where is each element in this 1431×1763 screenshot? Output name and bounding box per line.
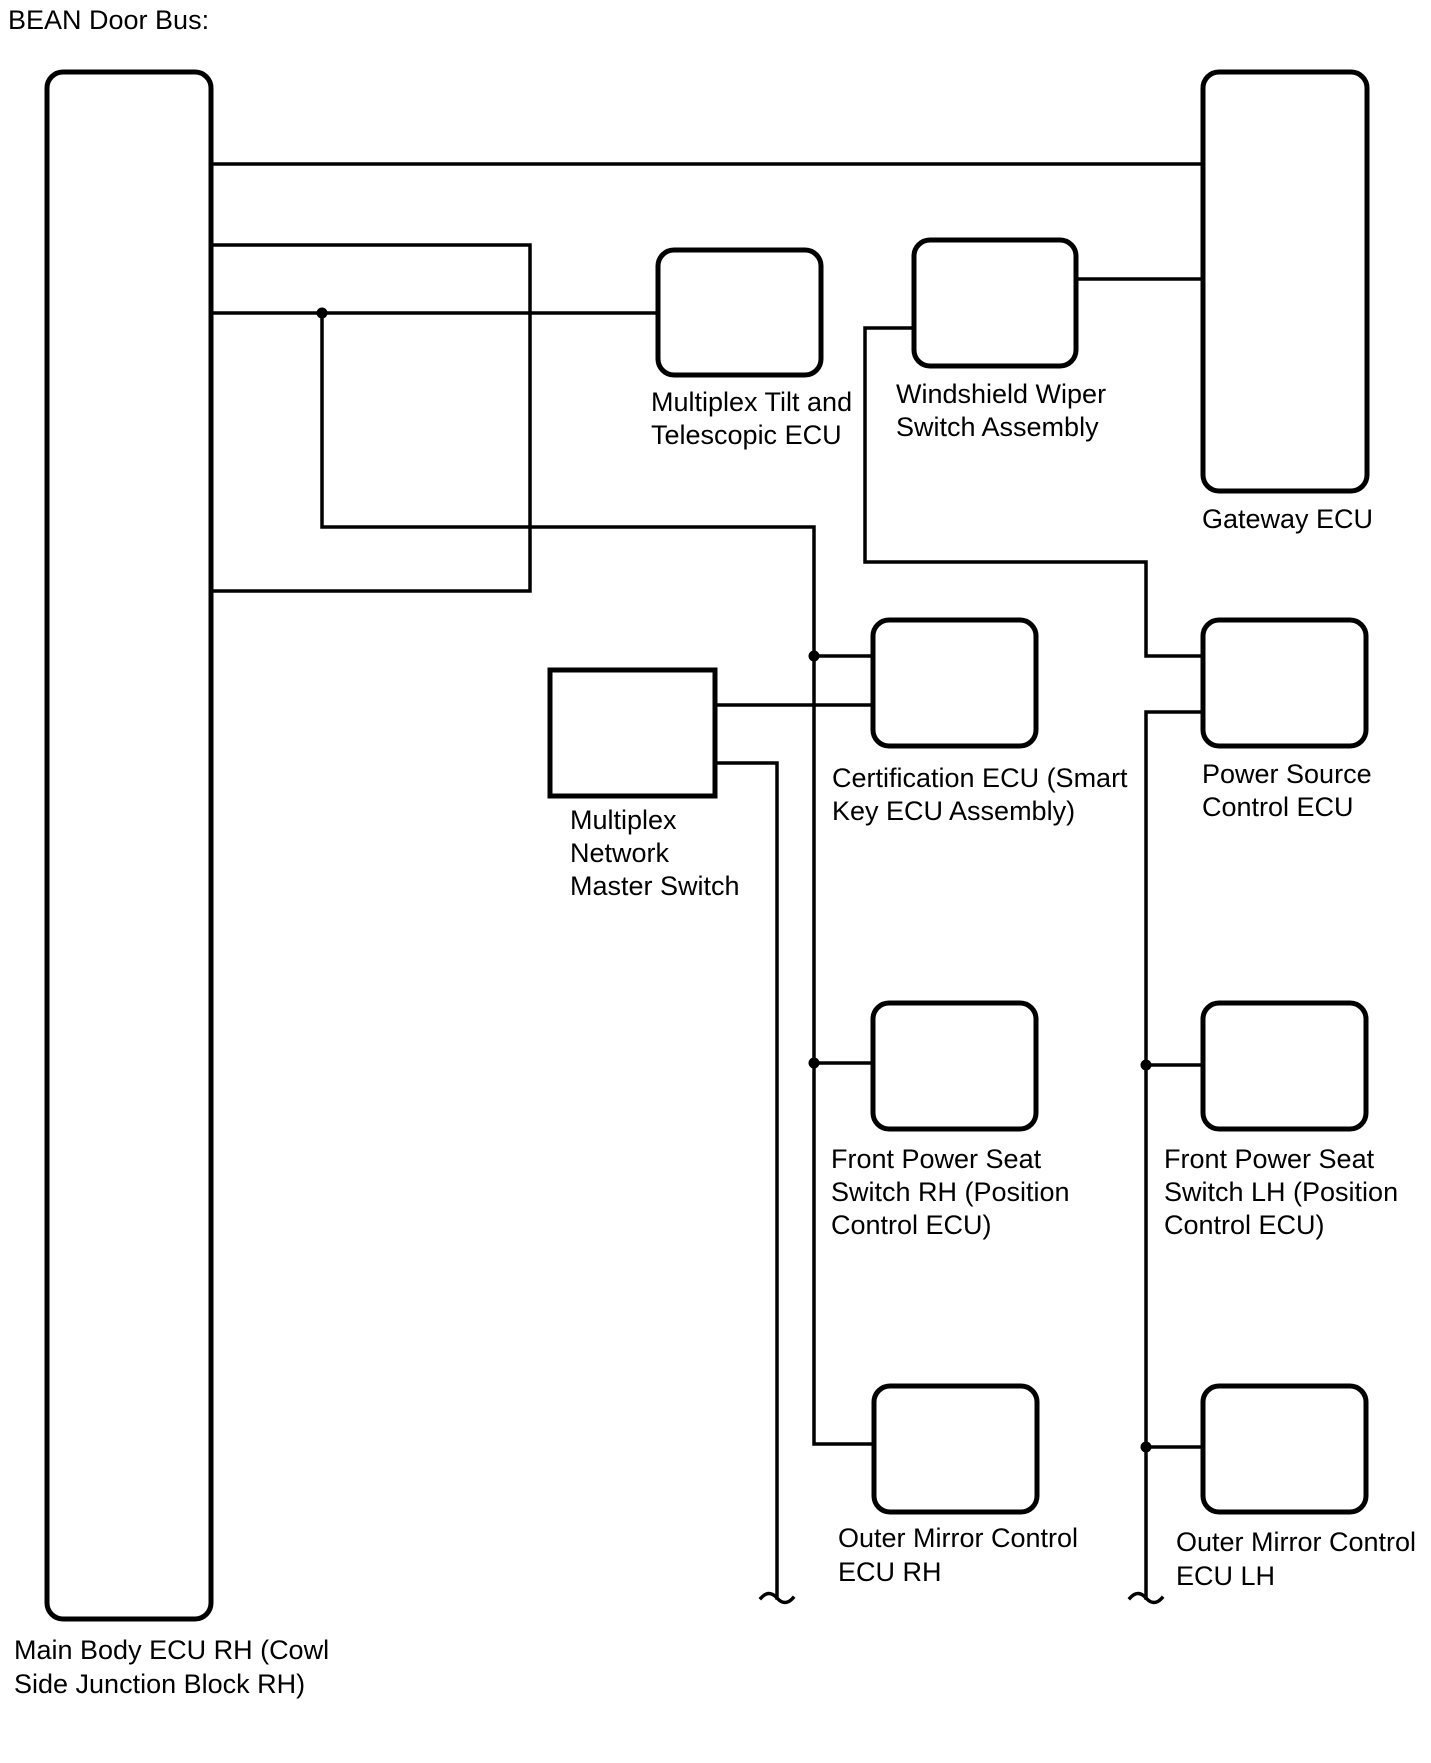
junction-dot bbox=[316, 307, 328, 319]
diagram-title: BEAN Door Bus: bbox=[8, 5, 209, 35]
wire-break-mark bbox=[1127, 1591, 1165, 1605]
wiper-switch-box bbox=[911, 237, 1079, 369]
wire-wiper-to-power-source bbox=[863, 326, 1205, 658]
seat-switch-lh-label: Front Power Seat Switch LH (Position Con… bbox=[1164, 1144, 1406, 1240]
junction-dot bbox=[1140, 1059, 1152, 1071]
seat-switch-rh-box bbox=[870, 1000, 1039, 1132]
wire-main-loop bbox=[209, 243, 532, 593]
certification-ecu-label: Certification ECU (Smart Key ECU Assembl… bbox=[832, 763, 1135, 826]
network-master-switch-box bbox=[547, 667, 718, 799]
main-body-ecu-box bbox=[44, 69, 214, 1622]
junction-dot bbox=[1140, 1441, 1152, 1453]
wire-branch-to-rh-trunk bbox=[320, 311, 876, 1446]
gateway-ecu-label: Gateway ECU bbox=[1202, 504, 1373, 534]
network-master-switch-label: Multiplex Network Master Switch bbox=[570, 805, 740, 901]
power-source-ecu-box bbox=[1200, 617, 1369, 749]
seat-switch-lh-box bbox=[1200, 1000, 1369, 1132]
wire-lh-trunk bbox=[1144, 710, 1205, 1600]
mirror-ecu-lh-box bbox=[1200, 1383, 1369, 1515]
mirror-ecu-rh-box bbox=[871, 1383, 1040, 1515]
junction-dots bbox=[316, 307, 1152, 1453]
power-source-ecu-label: Power Source Control ECU bbox=[1202, 759, 1379, 822]
junction-dot bbox=[808, 650, 820, 662]
mirror-ecu-rh-label: Outer Mirror Control ECU RH bbox=[838, 1523, 1086, 1587]
main-body-ecu-label: Main Body ECU RH (Cowl Side Junction Blo… bbox=[14, 1635, 337, 1699]
tilt-telescopic-ecu-box bbox=[655, 247, 824, 378]
mirror-ecu-lh-label: Outer Mirror Control ECU LH bbox=[1176, 1527, 1424, 1591]
bus-wires bbox=[209, 162, 1205, 1600]
certification-ecu-box bbox=[870, 617, 1039, 749]
junction-dot bbox=[808, 1057, 820, 1069]
wiper-switch-label: Windshield Wiper Switch Assembly bbox=[896, 379, 1114, 442]
seat-switch-rh-label: Front Power Seat Switch RH (Position Con… bbox=[831, 1144, 1077, 1240]
wire-break-mark bbox=[758, 1591, 796, 1605]
wire-master-switch-down bbox=[713, 761, 779, 1600]
tilt-telescopic-ecu-label: Multiplex Tilt and Telescopic ECU bbox=[651, 387, 860, 450]
gateway-ecu-box bbox=[1200, 69, 1370, 494]
